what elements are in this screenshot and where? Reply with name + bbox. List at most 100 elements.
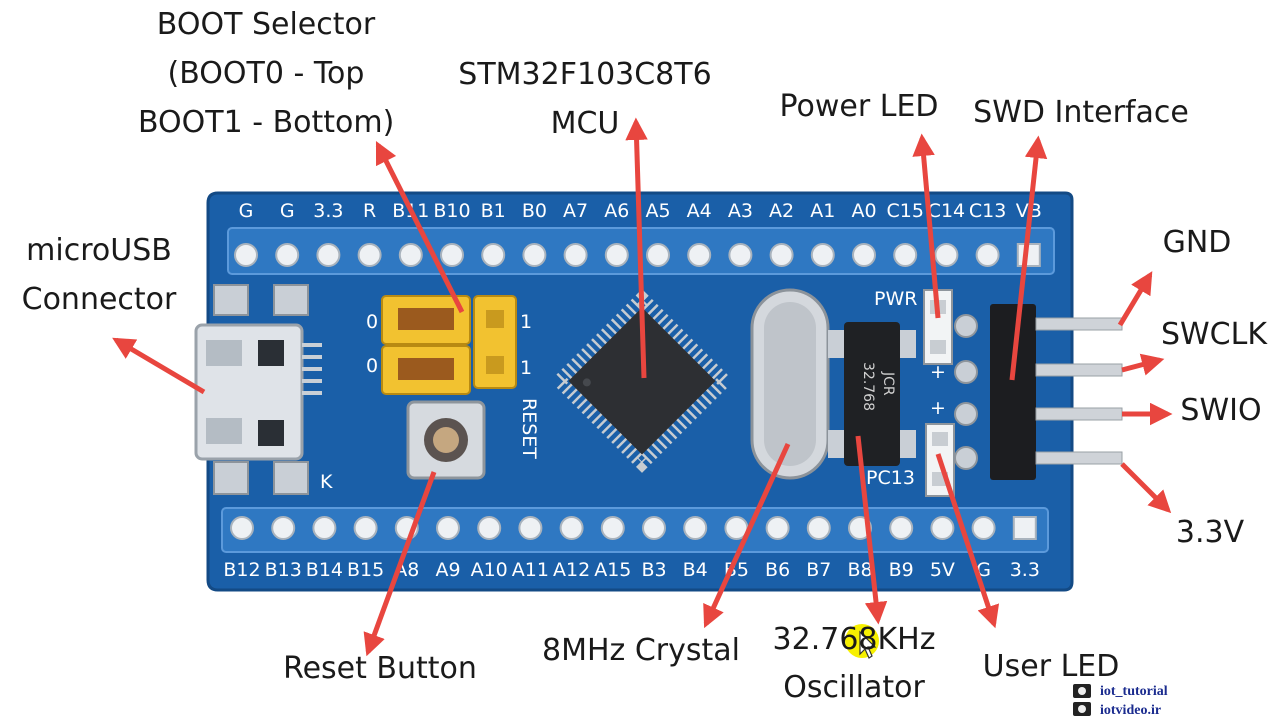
bottom-header-strip — [221, 507, 1049, 553]
bottom-pin-label-A12: A12 — [553, 559, 590, 581]
k-mark: K — [320, 471, 333, 493]
jumper-right-1: 1 — [520, 357, 532, 379]
top-pin-hole-A2 — [769, 243, 794, 267]
plus-mark-2: + — [930, 397, 946, 419]
bottom-pin-hole-A9 — [436, 516, 460, 540]
bottom-pin-label-A11: A11 — [512, 559, 549, 581]
arrow-3v3 — [1120, 462, 1172, 514]
reset-silkscreen: RESET — [518, 398, 540, 459]
top-pin-holes — [234, 243, 1041, 267]
top-pin-hole-A3 — [728, 243, 753, 267]
top-pin-hole-A1 — [810, 243, 835, 267]
bottom-pin-label-A9: A9 — [435, 559, 460, 581]
arrow-oscillator — [855, 435, 888, 625]
arrow-user-led — [935, 453, 1000, 629]
bottom-pin-holes — [230, 516, 1037, 540]
reset-button-label: Reset Button — [283, 651, 477, 686]
top-pin-hole-C14 — [934, 243, 959, 267]
swio-label: SWIO — [1180, 393, 1262, 428]
top-pin-label-B1: B1 — [481, 200, 506, 222]
top-pin-label-C13: C13 — [969, 200, 1006, 222]
bottom-pin-label-3.3: 3.3 — [1010, 559, 1040, 581]
arrow-swclk — [1121, 353, 1165, 376]
arrow-mcu — [625, 117, 648, 379]
top-pin-hole-A0 — [852, 243, 876, 267]
user-led-label: User LED — [982, 649, 1120, 684]
camera-icon — [1073, 684, 1091, 716]
bottom-pin-hole-A10 — [477, 516, 502, 540]
top-pin-label-A1: A1 — [810, 200, 835, 222]
oscillator-label: 32.768KHz Oscillator — [772, 622, 936, 705]
top-pin-label-C14: C14 — [928, 200, 965, 222]
v33-label: 3.3V — [1175, 515, 1245, 550]
microusb-label: microUSB Connector — [21, 233, 177, 317]
pwr-silkscreen: PWR — [874, 288, 917, 310]
top-pin-hole-C15 — [893, 243, 918, 267]
boot-selector-label: BOOT Selector (BOOT0 - Top BOOT1 - Botto… — [138, 7, 395, 140]
top-pin-label-A0: A0 — [851, 200, 876, 222]
top-pin-label-A5: A5 — [645, 200, 670, 222]
top-pin-hole-A7 — [563, 243, 588, 267]
gnd-label: GND — [1162, 225, 1232, 260]
bottom-pin-label-B15: B15 — [347, 559, 384, 581]
arrow-crystal — [703, 442, 791, 629]
top-pin-label-A7: A7 — [563, 200, 588, 222]
jumper-right-0: 1 — [520, 311, 532, 333]
top-pin-hole-B11 — [398, 243, 423, 267]
bottom-pin-hole-B15 — [353, 516, 378, 540]
bottom-pin-hole-B7 — [806, 516, 831, 540]
bottom-pin-hole-B9 — [889, 516, 914, 540]
top-pin-hole-A5 — [646, 243, 670, 267]
bottom-pin-hole-B12 — [230, 516, 254, 540]
arrow-power-led — [912, 133, 941, 319]
arrow-swd-interface — [1009, 135, 1048, 381]
plus-mark-1: + — [930, 361, 946, 383]
arrow-boot-selector — [375, 140, 465, 314]
top-pin-hole-G — [234, 243, 258, 267]
top-pin-label-C15: C15 — [886, 200, 923, 222]
mcu-chip — [550, 289, 734, 473]
top-pin-hole-B0 — [522, 243, 547, 267]
top-pin-label-B0: B0 — [522, 200, 547, 222]
bottom-pin-label-A15: A15 — [594, 559, 631, 581]
bottom-pin-label-B7: B7 — [806, 559, 831, 581]
top-pin-label-3.3: 3.3 — [313, 200, 343, 222]
bottom-pin-hole-3.3 — [1012, 516, 1037, 540]
bottom-pin-hole-A11 — [518, 516, 543, 540]
bottom-pin-hole-5V — [930, 516, 955, 540]
bottom-pin-hole-A12 — [559, 516, 584, 540]
bottom-pin-label-B3: B3 — [641, 559, 666, 581]
top-pin-label-B10: B10 — [433, 200, 470, 222]
top-pin-hole-3.3 — [316, 243, 341, 267]
top-pin-hole-C13 — [975, 243, 1000, 267]
pc13-silkscreen: PC13 — [866, 467, 915, 489]
power-led-label: Power LED — [779, 89, 939, 124]
swd-header-graphic — [954, 304, 1123, 480]
bottom-pin-hole-A15 — [600, 516, 625, 540]
bottom-pin-label-B4: B4 — [683, 559, 708, 581]
oscillator-graphic — [828, 322, 916, 466]
bottom-pin-hole-B4 — [683, 516, 708, 540]
cursor-pointer-icon — [859, 630, 877, 659]
top-pin-hole-R — [357, 243, 382, 267]
watermark: iot_tutorial iotvideo.ir — [1100, 684, 1168, 719]
reset-button-graphic — [406, 400, 486, 480]
arrow-gnd — [1117, 271, 1153, 327]
swclk-label: SWCLK — [1160, 317, 1268, 352]
crystal-8mhz-label: 8MHz Crystal — [542, 633, 740, 668]
swd-interface-label: SWD Interface — [973, 95, 1189, 130]
top-pin-hole-A4 — [687, 243, 712, 267]
bottom-pin-label-B6: B6 — [765, 559, 790, 581]
boot-jumpers — [381, 295, 517, 395]
jumper-left-1: 0 — [366, 355, 378, 377]
top-pin-label-G: G — [280, 200, 295, 222]
bottom-pin-hole-B3 — [642, 516, 666, 540]
top-pin-label-G: G — [239, 200, 254, 222]
top-pin-label-A3: A3 — [728, 200, 753, 222]
osc-marking-1: 32.768 — [860, 362, 876, 411]
bottom-pin-label-B13: B13 — [265, 559, 302, 581]
bottom-pin-hole-B6 — [765, 516, 790, 540]
bottom-pin-label-B9: B9 — [889, 559, 914, 581]
top-pin-hole-A6 — [604, 243, 629, 267]
